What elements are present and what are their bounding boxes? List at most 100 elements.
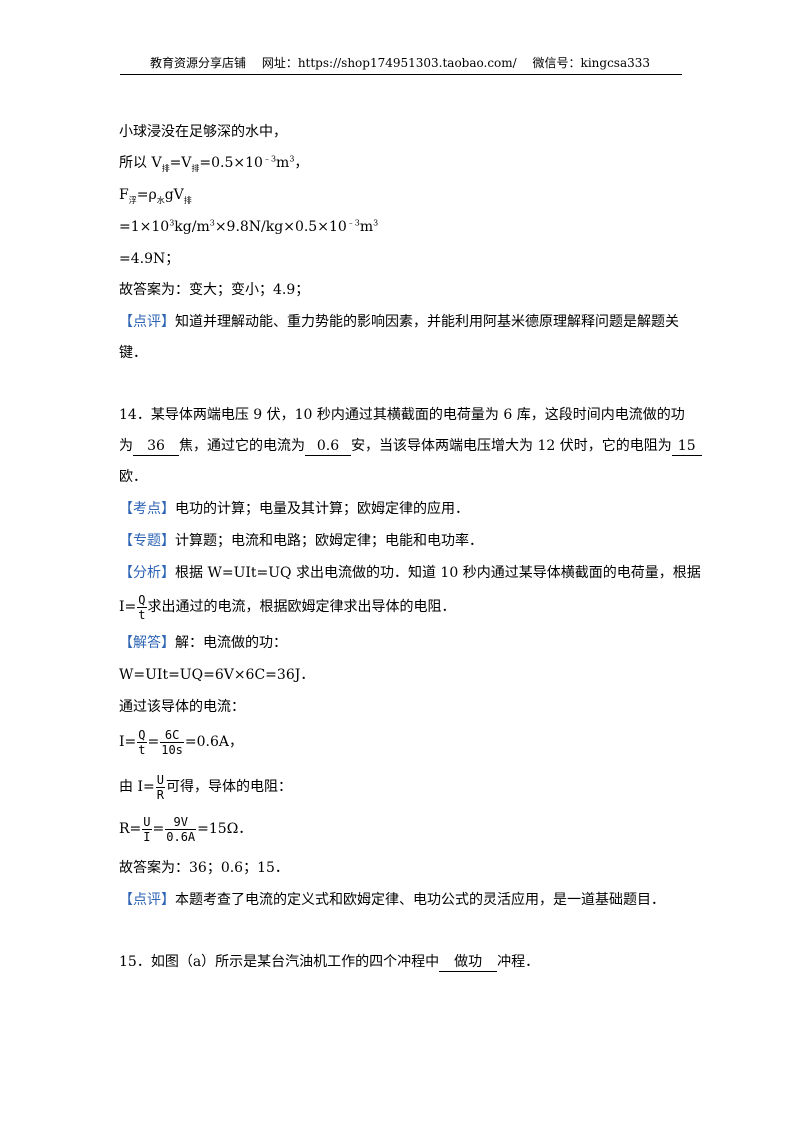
answer-blank: 36: [133, 437, 179, 456]
text-span: =0.5×10: [199, 155, 263, 171]
answer-blank: 0.6: [305, 437, 351, 456]
jieda-line: 【解答】解：电流做的功：: [119, 633, 287, 653]
comment-tag: 【点评】: [119, 314, 175, 330]
zhuanti-line: 【专题】计算题；电流和电路；欧姆定律；电能和电功率．: [119, 531, 483, 551]
kaodian-line: 【考点】电功的计算；电量及其计算；欧姆定律的应用．: [119, 499, 469, 519]
text-span: 可得，导体的电阻：: [165, 779, 292, 795]
text-span: Q: [137, 592, 147, 608]
answer-blank: 15: [671, 437, 702, 456]
text-span: 小球浸没在足够深的水中，: [119, 124, 287, 140]
text-span: 根据 W=UIt=UQ 求出电流做的功．知道 10 秒内通过某导体横截面的电荷量…: [175, 565, 701, 581]
fenxi-tag: 【分析】: [119, 565, 175, 581]
text-span: =15Ω．: [197, 821, 253, 837]
text-span: =ρ: [136, 187, 157, 203]
text-span: 键．: [119, 345, 147, 361]
text-span: 通过该导体的电流：: [119, 699, 245, 715]
text-span: Q: [137, 727, 147, 743]
text-span: 14．某导体两端电压 9 伏，10 秒内通过其横截面的电荷量为 6 库，这段时间…: [119, 407, 685, 423]
text-span: 本题考查了电流的定义式和欧姆定律、电功公式的灵活应用，是一道基础题目．: [175, 892, 665, 908]
text-span: 故答案为：变大；变小；4.9；: [119, 282, 310, 298]
text-span: 排: [191, 163, 200, 173]
text-span: ﹣3: [346, 218, 360, 228]
header-wechat: 微信号：kingcsa333: [532, 56, 651, 70]
text-span: I=: [119, 734, 137, 750]
text-line: 故答案为：36；0.6；15．: [119, 858, 289, 878]
text-span: 3: [373, 218, 379, 228]
dianping-line: 【点评】本题考查了电流的定义式和欧姆定律、电功公式的灵活应用，是一道基础题目．: [119, 890, 665, 910]
text-span: R=: [119, 821, 142, 837]
text-span: 安，当该导体两端电压增大为 12 伏时，它的电阻为: [351, 438, 672, 454]
text-span: 知道并理解动能、重力势能的影响因素，并能利用阿基米德原理解释问题是解题关: [175, 314, 679, 330]
text-span: 为: [119, 438, 133, 454]
text-span: W=UIt=UQ=6V×6C=36J．: [119, 667, 315, 683]
text-span: =0.6A，: [184, 734, 244, 750]
dianping-tag: 【点评】: [119, 892, 175, 908]
question-15-stem: 15．如图（a）所示是某台汽油机工作的四个冲程中做功冲程．: [119, 952, 539, 972]
text-span: 9V: [165, 815, 197, 830]
text-line: =1×103kg/m3×9.8N/kg×0.5×10﹣3m3: [119, 217, 378, 237]
text-span: t: [138, 742, 146, 757]
text-span: 计算题；电流和电路；欧姆定律；电能和电功率．: [175, 533, 483, 549]
text-span: 浮: [128, 195, 137, 205]
text-line: =4.9N；: [119, 249, 179, 269]
text-span: =V: [169, 155, 192, 171]
text-span: ﹣3: [262, 154, 277, 164]
text-span: 3: [169, 218, 175, 228]
text-line: 键．: [119, 343, 147, 363]
text-span: 求出通过的电流，根据欧姆定律求出导体的电阻．: [147, 599, 456, 615]
text-span: 3: [209, 218, 215, 228]
text-span: ×9.8N/kg×0.5×10: [214, 219, 347, 235]
text-span: 冲程．: [497, 954, 540, 970]
text-span: 欧．: [119, 469, 147, 485]
equation-line: W=UIt=UQ=6V×6C=36J．: [119, 665, 314, 685]
text-line: 所以 V排=V排=0.5×10﹣3m3，: [119, 153, 308, 173]
text-span: =: [147, 734, 160, 750]
text-span: m: [276, 155, 290, 171]
text-span: gV: [164, 187, 184, 203]
text-span: I: [143, 829, 151, 844]
text-span: 0.6A: [166, 829, 196, 844]
text-line: 故答案为：变大；变小；4.9；: [119, 280, 309, 300]
text-span: 解：电流做的功：: [175, 635, 287, 651]
text-span: =1×10: [119, 219, 170, 235]
text-line: 小球浸没在足够深的水中，: [119, 122, 287, 142]
comment-line: 【点评】知道并理解动能、重力势能的影响因素，并能利用阿基米德原理解释问题是解题关: [119, 312, 679, 332]
header-shop: 教育资源分享店铺: [149, 56, 246, 70]
text-span: 电功的计算；电量及其计算；欧姆定律的应用．: [175, 501, 469, 517]
text-span: ，: [294, 155, 309, 171]
text-span: 6C: [160, 728, 184, 743]
text-span: =: [152, 821, 165, 837]
text-line: F浮=ρ水gV排: [119, 185, 192, 205]
text-span: 10s: [161, 742, 183, 757]
text-span: U: [155, 772, 165, 788]
text-span: 15．如图（a）所示是某台汽油机工作的四个冲程中: [119, 954, 440, 970]
text-span: U: [142, 814, 152, 830]
text-span: 所以 V: [119, 155, 162, 171]
text-span: 故答案为：36；0.6；15．: [119, 860, 289, 876]
text-span: 水: [156, 195, 165, 205]
page-header: 教育资源分享店铺 网址：https://shop174951303.taobao…: [120, 54, 680, 71]
text-span: =4.9N；: [119, 251, 180, 267]
text-span: 由 I=: [119, 779, 155, 795]
text-span: 焦，通过它的电流为: [179, 438, 305, 454]
zhuanti-tag: 【专题】: [119, 533, 175, 549]
text-span: m: [359, 219, 374, 235]
text-span: 排: [183, 195, 192, 205]
text-span: R: [156, 787, 164, 802]
text-span: kg/m: [174, 219, 210, 235]
text-span: 排: [161, 163, 170, 173]
header-url: 网址：https://shop174951303.taobao.com/: [261, 56, 517, 70]
header-divider: [120, 74, 682, 75]
text-line: 欧．: [119, 467, 147, 487]
text-span: 3: [289, 154, 295, 164]
